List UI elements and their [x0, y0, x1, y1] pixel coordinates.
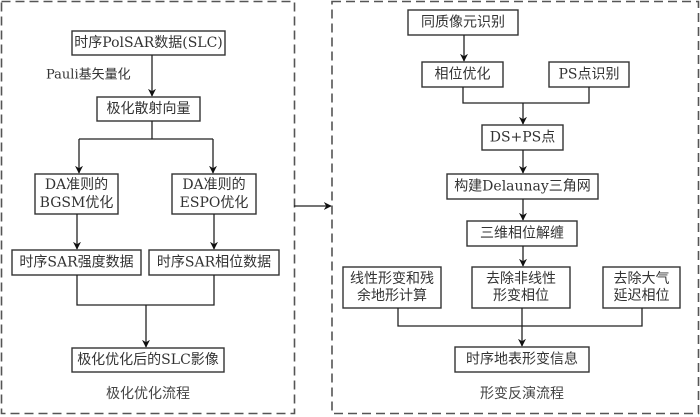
- node-input-label: 时序PolSAR数据(SLC): [74, 35, 223, 51]
- node-ps-ident-label: PS点识别: [558, 67, 619, 83]
- node-phase-label: 时序SAR相位数据: [157, 255, 271, 271]
- node-linear: 线性形变和残 余地形计算: [342, 266, 442, 309]
- node-nonlinear-line2: 形变相位: [493, 288, 549, 304]
- node-result: 时序地表形变信息: [454, 346, 590, 373]
- node-bgsm-line1: DA准则的: [45, 177, 108, 193]
- node-nonlinear: 去除非线性 形变相位: [471, 266, 571, 309]
- left-panel-border: [0, 0, 296, 415]
- node-linear-line1: 线性形变和残: [350, 271, 434, 287]
- node-phase-opt-label: 相位优化: [435, 67, 491, 83]
- node-scatter-vector: 极化散射向量: [96, 96, 201, 122]
- left-panel-caption: 极化优化流程: [106, 386, 190, 402]
- node-output-label: 极化优化后的SLC影像: [77, 352, 219, 368]
- merge-connector: [76, 275, 215, 306]
- node-atmo-line1: 去除大气: [614, 271, 670, 287]
- node-unwrap: 三维相位解缠: [466, 220, 578, 247]
- node-ds-ps: DS+PS点: [481, 124, 564, 151]
- split-connector: [79, 121, 213, 140]
- node-ps-ident: PS点识别: [548, 61, 630, 88]
- node-espo-line2: ESPO优化: [180, 195, 249, 211]
- node-ds-ps-label: DS+PS点: [490, 130, 556, 146]
- node-delaunay: 构建Delaunay三角网: [446, 173, 599, 200]
- node-bgsm: DA准则的 BGSM优化: [34, 173, 119, 215]
- node-shp-label: 同质像元识别: [421, 15, 505, 31]
- node-unwrap-label: 三维相位解缠: [480, 225, 564, 242]
- node-result-label: 时序地表形变信息: [466, 351, 578, 368]
- node-espo: DA准则的 ESPO优化: [171, 173, 257, 215]
- node-bgsm-line2: BGSM优化: [40, 195, 114, 211]
- node-input: 时序PolSAR数据(SLC): [71, 30, 226, 56]
- node-espo-line1: DA准则的: [182, 177, 245, 193]
- right-panel-border: [331, 0, 700, 415]
- node-output: 极化优化后的SLC影像: [71, 347, 225, 373]
- node-scatter-vector-label: 极化散射向量: [107, 101, 191, 117]
- node-linear-line2: 余地形计算: [357, 287, 427, 304]
- node-phase-opt: 相位优化: [421, 61, 504, 88]
- node-delaunay-label: 构建Delaunay三角网: [454, 179, 591, 195]
- right-panel-caption: 形变反演流程: [480, 386, 564, 402]
- node-intensity: 时序SAR强度数据: [11, 249, 142, 276]
- node-nonlinear-line1: 去除非线性: [486, 271, 556, 287]
- node-phase: 时序SAR相位数据: [148, 249, 280, 276]
- node-intensity-label: 时序SAR强度数据: [19, 255, 133, 271]
- pauli-vectorization-label: Pauli基矢量化: [46, 68, 131, 83]
- node-atmo-line2: 延迟相位: [614, 288, 670, 304]
- merge-connector-result: [397, 308, 643, 327]
- node-atmo: 去除大气 延迟相位: [602, 266, 681, 309]
- node-shp: 同质像元识别: [407, 9, 519, 36]
- merge-connector-ds-ps: [462, 87, 590, 104]
